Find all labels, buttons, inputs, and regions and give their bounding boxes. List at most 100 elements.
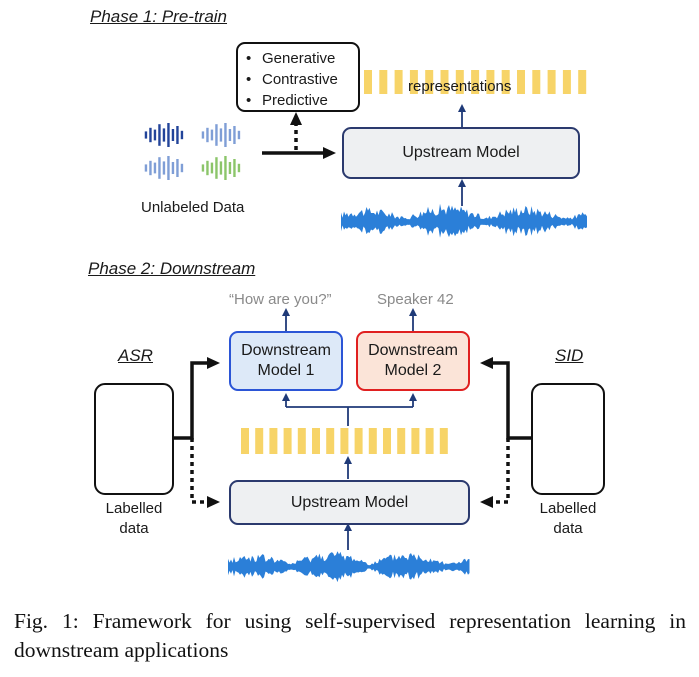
wave-icon-bar <box>219 161 223 175</box>
representation-bar <box>255 428 264 454</box>
representation-bar <box>425 70 434 94</box>
representation-bar <box>411 428 420 454</box>
sid-tag: SID <box>555 346 584 365</box>
downstream-model-1: Downstream Model 1 <box>229 331 343 391</box>
asr-output-text: “How are you?” <box>229 291 332 308</box>
wave-icon-bar <box>228 129 232 141</box>
representation-bar <box>532 70 541 94</box>
wave-icon-bar <box>176 126 179 144</box>
unlabeled-data-wave-icons <box>144 123 241 180</box>
representations-label: representations <box>408 78 512 95</box>
representation-bar <box>326 428 335 454</box>
downstream-model-2: Downstream Model 2 <box>356 331 470 391</box>
figure-caption: Fig. 1: Framework for using self-supervi… <box>14 609 686 662</box>
asr-connectors <box>173 357 220 508</box>
representation-bar <box>340 428 349 454</box>
asr-labelled-data-card <box>94 383 174 495</box>
wave-icon-bar <box>149 127 152 143</box>
representation-bar <box>297 428 306 454</box>
sid-labelled-label-1: Labelled <box>539 500 597 517</box>
wave-icon-bar <box>171 162 175 174</box>
ds2-line1: Downstream <box>368 342 458 359</box>
upstream-label: Upstream Model <box>402 144 520 161</box>
wave-icon-bar <box>180 130 184 140</box>
representation-bar <box>409 70 418 94</box>
asr-tag: ASR <box>118 346 153 365</box>
objective-item: Predictive <box>246 90 350 111</box>
pretrain-objectives-box: Generative Contrastive Predictive <box>236 42 360 112</box>
representation-bar <box>383 428 391 454</box>
audio-waveform-phase1 <box>341 203 587 238</box>
sid-output-text: Speaker 42 <box>377 291 454 308</box>
wave-icon-bar <box>167 156 170 180</box>
wave-icon-bar <box>201 164 205 172</box>
wave-icon-bar <box>215 157 218 179</box>
wave-icon-bar <box>224 156 227 180</box>
ds2-line2: Model 2 <box>384 362 442 379</box>
representation-bar <box>501 70 510 94</box>
asr-labelled-label-2: data <box>119 520 149 537</box>
upstream-model-box-phase1: Upstream Model <box>342 127 580 179</box>
wave-icon-bar <box>180 163 184 173</box>
sid-labelled-label-2: data <box>553 520 583 537</box>
representation-bar <box>397 428 406 454</box>
wave-icon-bar <box>206 127 209 143</box>
wave-icon-bar <box>158 157 161 179</box>
representation-bar <box>364 70 372 94</box>
wave-icon-bar <box>228 162 232 174</box>
representation-bar <box>517 70 525 94</box>
wave-icon-bar <box>237 130 241 140</box>
representation-bar <box>578 70 587 94</box>
representation-bar <box>312 428 320 454</box>
wave-icon-bar <box>215 124 218 146</box>
wave-icon-bar <box>233 159 236 177</box>
representation-bar <box>379 70 388 94</box>
representation-bar <box>269 428 278 454</box>
representation-bar <box>562 70 571 94</box>
representation-bars-phase1 <box>364 70 587 94</box>
wave-icon-bar <box>158 124 161 146</box>
representation-bar <box>354 428 363 454</box>
wave-icon-bar <box>171 129 175 141</box>
wave-icon-bar <box>162 161 166 175</box>
wave-icon-bar <box>144 131 148 139</box>
wave-icon-bar <box>237 163 241 173</box>
representation-bar <box>394 70 403 94</box>
representation-bar <box>425 428 434 454</box>
representation-bar <box>455 70 464 94</box>
representation-bar <box>368 428 377 454</box>
wave-icon-bar <box>176 159 179 177</box>
wave-icon-bar <box>153 162 157 174</box>
audio-waveform-phase2 <box>228 551 470 583</box>
wave-icon-bar <box>210 129 214 141</box>
ds1-line2: Model 1 <box>257 362 315 379</box>
wave-icon-bar <box>149 160 152 176</box>
representation-bar <box>439 428 448 454</box>
representation-bar <box>471 70 480 94</box>
wave-icon-bar <box>201 131 205 139</box>
representation-bar <box>486 70 495 94</box>
wave-icon-bar <box>153 129 157 141</box>
ds1-line1: Downstream <box>241 342 331 359</box>
wave-icon-bar <box>233 126 236 144</box>
objective-item: Generative <box>246 48 350 69</box>
objective-item: Contrastive <box>246 69 350 90</box>
representation-fork <box>282 393 417 426</box>
wave-icon-bar <box>206 160 209 176</box>
upstream-label-2: Upstream Model <box>290 493 409 511</box>
phase1-title: Phase 1: Pre-train <box>90 7 228 26</box>
representation-bar <box>283 428 292 454</box>
wave-icon-bar <box>162 128 166 142</box>
representation-bar <box>440 70 449 94</box>
asr-labelled-label-1: Labelled <box>105 500 163 517</box>
wave-icon-bar <box>167 123 170 147</box>
sid-labelled-data-card <box>531 383 605 495</box>
phase2-title: Phase 2: Downstream <box>88 259 256 278</box>
wave-icon-bar <box>144 164 148 172</box>
representation-bars-phase2 <box>241 428 448 454</box>
wave-icon-bar <box>224 123 227 147</box>
wave-icon-bar <box>210 162 214 174</box>
representation-bar <box>547 70 556 94</box>
sid-connectors <box>480 357 532 508</box>
